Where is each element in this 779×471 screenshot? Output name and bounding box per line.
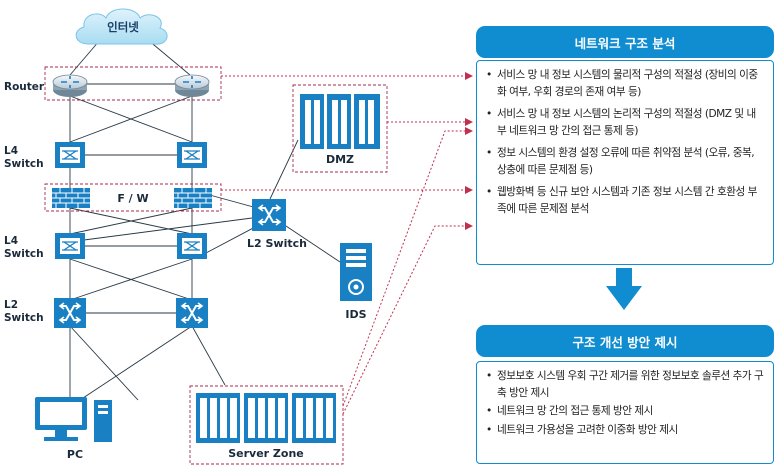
l4-switch-icon xyxy=(55,233,85,259)
improvement-list: 정보보호 시스템 우회 구간 제거를 위한 정보보호 솔루션 추가 구축 방안 … xyxy=(485,368,765,438)
improvement-box: 정보보호 시스템 우회 구간 제거를 위한 정보보호 솔루션 추가 구축 방안 … xyxy=(476,361,774,464)
firewall-group-box xyxy=(44,183,222,212)
internet-cloud-icon xyxy=(75,8,168,45)
improvement-title: 구조 개선 방안 제시 xyxy=(476,325,774,357)
analysis-arrows xyxy=(221,72,473,415)
connection-lines xyxy=(69,39,341,401)
analysis-box: 서비스 망 내 정보 시스템의 물리적 구성의 적절성 (장비의 이중화 여부,… xyxy=(476,60,774,265)
firewall-icon xyxy=(174,188,212,208)
server-zone-icon xyxy=(196,393,336,443)
ids-label: IDS xyxy=(345,308,366,321)
analysis-item: 서비스 망 내 정보 시스템의 물리적 구성의 적절성 (장비의 이중화 여부,… xyxy=(485,67,765,100)
analysis-item: 정보 시스템의 환경 설정 오류에 따른 취약점 분석 (오류, 중복, 상충에… xyxy=(485,145,765,178)
firewall-icon xyxy=(52,188,90,208)
improvement-item: 네트워크 망 간의 접근 통제 방안 제시 xyxy=(485,403,765,420)
dashed-groups xyxy=(44,66,388,465)
l2-switch-label: L2 Switch xyxy=(247,237,307,250)
l2-switch-icon xyxy=(176,298,208,328)
down-arrow-icon xyxy=(606,268,642,310)
l4-switch-icon xyxy=(177,142,207,168)
improvement-item: 네트워크 가용성을 고려한 이중화 방안 제시 xyxy=(485,422,765,439)
router-icon xyxy=(174,74,210,97)
pc-icon xyxy=(35,397,112,442)
server-zone-group-box xyxy=(189,385,344,465)
dmz-group-box xyxy=(292,84,388,173)
router-group-box xyxy=(44,66,222,101)
ids-icon xyxy=(340,243,372,301)
l4-switch-icon xyxy=(177,233,207,259)
server-zone-label: Server Zone xyxy=(228,447,304,460)
dmz-label: DMZ xyxy=(326,153,354,166)
router-icon xyxy=(52,74,88,97)
cloud-label: 인터넷 xyxy=(107,20,139,34)
l4-switch-icon xyxy=(55,142,85,168)
firewall-label: F / W xyxy=(117,192,148,205)
l2-switch-icon xyxy=(252,199,286,231)
analysis-item: 웹방화벽 등 신규 보안 시스템과 기존 정보 시스템 간 호환성 부족에 따른… xyxy=(485,184,765,217)
router-layer-label: Router xyxy=(4,81,45,93)
analysis-title: 네트워크 구조 분석 xyxy=(476,26,774,58)
improvement-item: 정보보호 시스템 우회 구간 제거를 위한 정보보호 솔루션 추가 구축 방안 … xyxy=(485,368,765,401)
analysis-list: 서비스 망 내 정보 시스템의 물리적 구성의 적절성 (장비의 이중화 여부,… xyxy=(485,67,765,217)
pc-label: PC xyxy=(67,448,83,461)
l2-switch-icon xyxy=(54,298,86,328)
analysis-item: 서비스 망 내 정보 시스템의 논리적 구성의 적절성 (DMZ 및 내부 네트… xyxy=(485,106,765,139)
dmz-server-icon xyxy=(300,94,380,149)
